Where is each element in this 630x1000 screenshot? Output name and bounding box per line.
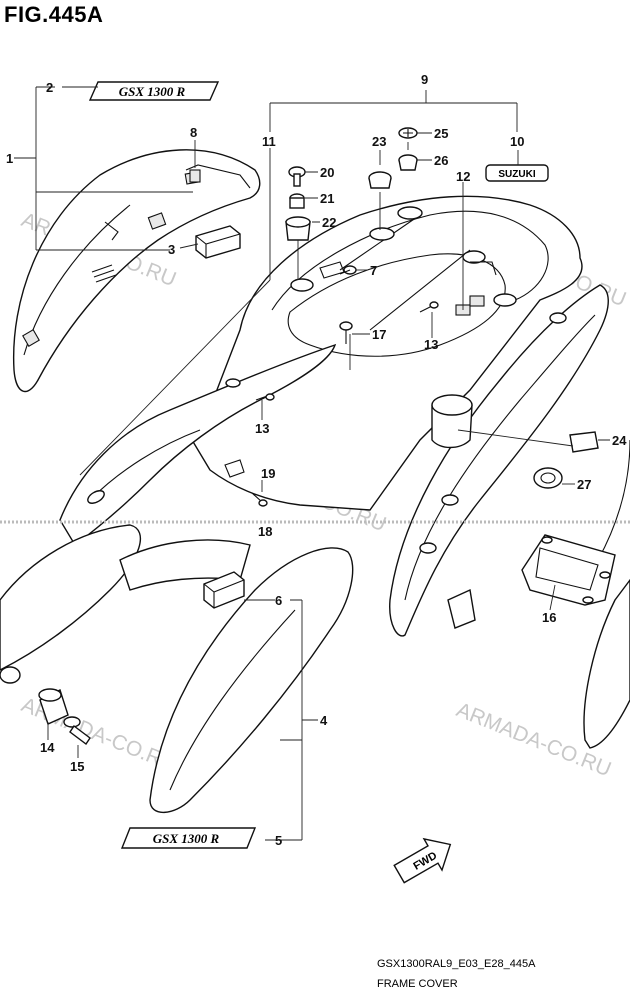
part-13-screw-upper (419, 301, 439, 313)
part-26-grommet (398, 154, 418, 171)
callout-17: 17 (372, 327, 386, 342)
callout-2: 2 (46, 80, 53, 95)
gsx-badge-bottom-text: GSX 1300 R (153, 831, 220, 846)
small-bracket (447, 588, 476, 629)
callout-24: 24 (612, 433, 627, 448)
fwd-arrow: FWD (393, 837, 452, 884)
right-side-rail (389, 284, 630, 749)
part-24-pad (569, 431, 599, 453)
callout-14: 14 (40, 740, 55, 755)
gsx-badge-bottom: GSX 1300 R (120, 827, 257, 849)
callout-13-lower: 13 (255, 421, 269, 436)
tail-cowl-assembly (179, 195, 583, 511)
left-edge-fragment (0, 666, 21, 684)
part-6-pad (203, 571, 245, 609)
part-20-bolt (288, 166, 306, 187)
callout-27: 27 (577, 477, 591, 492)
callout-8: 8 (190, 125, 197, 140)
part-23-grommet (368, 171, 392, 189)
callout-16: 16 (542, 610, 556, 625)
leader-lines (14, 86, 610, 841)
figure-title: FIG.445A (4, 2, 104, 27)
right-frame-cover (149, 547, 354, 814)
callout-7: 7 (370, 263, 377, 278)
suzuki-badge: SUZUKI (485, 164, 549, 182)
callout-21: 21 (320, 191, 334, 206)
part-7-screw (339, 265, 357, 275)
part-21-collar (289, 193, 305, 209)
callout-6: 6 (275, 593, 282, 608)
callout-20: 20 (320, 165, 334, 180)
figure-caption-name: FRAME COVER (377, 978, 458, 990)
callout-26: 26 (434, 153, 448, 168)
callout-3: 3 (168, 242, 175, 257)
part-14-collar (38, 688, 69, 725)
part-19-screw (251, 492, 268, 507)
gsx-badge-top: GSX 1300 R (88, 81, 220, 101)
part-8-clip (189, 169, 201, 183)
callout-25: 25 (434, 126, 448, 141)
part-3-pad (195, 225, 241, 259)
callout-13-upper: 13 (424, 337, 438, 352)
round-bumper (431, 394, 473, 449)
gsx-badge-top-text: GSX 1300 R (119, 84, 186, 99)
figure-caption-code: GSX1300RAL9_E03_E28_445A (377, 958, 536, 970)
callout-23: 23 (372, 134, 386, 149)
part-13-screw-lower (255, 393, 275, 401)
lower-left-cover-fragment (0, 524, 251, 671)
callout-22: 22 (322, 215, 336, 230)
callout-15: 15 (70, 759, 84, 774)
callout-9: 9 (421, 72, 428, 87)
part-27-grommet (533, 467, 563, 489)
callout-5: 5 (275, 833, 282, 848)
callout-labels: 1 2 3 6 4 5 7 8 9 10 11 12 13 13 14 15 1… (6, 72, 627, 848)
callout-19: 19 (261, 466, 275, 481)
callout-10: 10 (510, 134, 524, 149)
part-25-screw (398, 127, 418, 139)
part-15-screw (63, 716, 91, 746)
suzuki-badge-text: SUZUKI (498, 169, 535, 180)
callout-4: 4 (320, 713, 328, 728)
callout-12: 12 (456, 169, 470, 184)
bracket-16 (521, 534, 616, 606)
callout-11: 11 (262, 134, 276, 149)
part-22-bushing (285, 216, 311, 241)
callout-1: 1 (6, 151, 13, 166)
part-17-fastener (339, 321, 353, 344)
callout-18: 18 (258, 524, 272, 539)
